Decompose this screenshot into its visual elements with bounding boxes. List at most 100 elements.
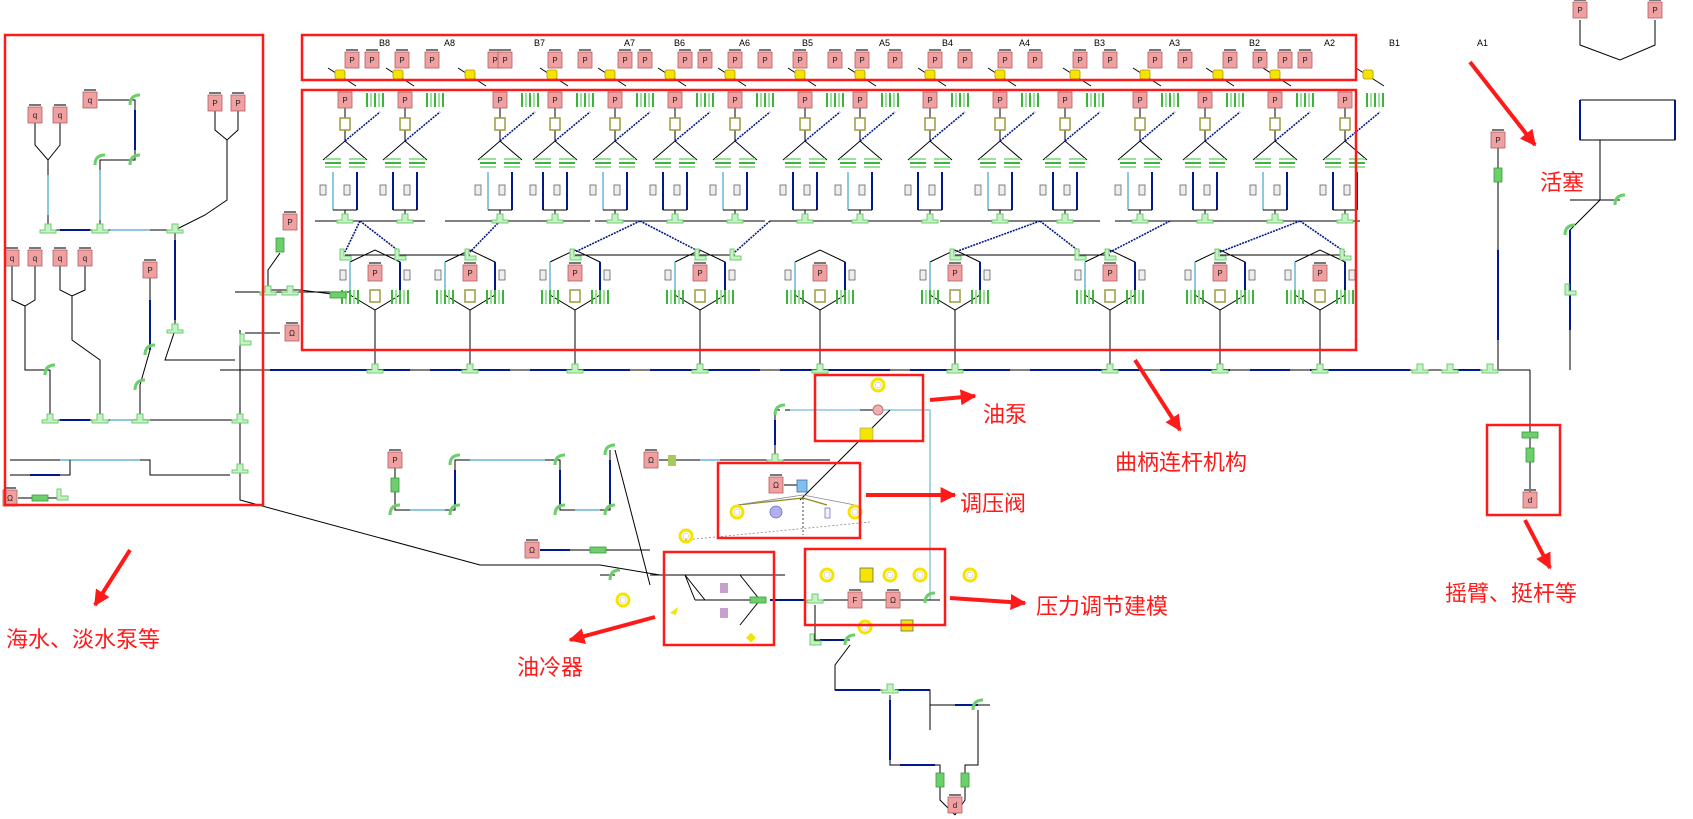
- aux-source: P: [1572, 0, 1588, 19]
- svg-text:P: P: [859, 56, 864, 65]
- arrow-to-oil-pump: [929, 389, 977, 406]
- wire: [1182, 140, 1228, 161]
- cooler-sensor-ring: [678, 528, 694, 544]
- bend-fitting-icon: [93, 153, 106, 166]
- journal-icon: [814, 289, 826, 303]
- svg-text:P: P: [467, 269, 472, 278]
- check-valve-icon: [960, 772, 970, 788]
- svg-text:P: P: [1077, 56, 1082, 65]
- pipe-label: [1273, 184, 1281, 196]
- pipe-label: [728, 269, 736, 281]
- pipe-label: [603, 269, 611, 281]
- cylinder-label-a2: A2: [1324, 38, 1336, 48]
- pipe-label: [1343, 184, 1351, 196]
- cylinder-label-b6: B6: [674, 38, 686, 48]
- oil-passage: [1299, 220, 1346, 253]
- return-tank-block: d: [947, 794, 963, 814]
- oil-passage: [469, 220, 501, 253]
- wire: [799, 409, 891, 501]
- piston-pressure-source: P: [364, 49, 380, 69]
- oil-passage: [574, 220, 641, 253]
- pump-source-block: q: [52, 104, 68, 124]
- wire: [889, 695, 956, 816]
- svg-text:P: P: [1227, 56, 1232, 65]
- pump-source-block: q: [82, 89, 98, 109]
- wire: [837, 140, 883, 161]
- svg-text:P: P: [892, 56, 897, 65]
- elbow-fitting-icon: [464, 248, 477, 261]
- wire: [174, 140, 228, 231]
- connecting-rod-icon: [1199, 117, 1211, 131]
- elbow-fitting-icon: [239, 333, 252, 346]
- svg-text:q: q: [58, 111, 62, 120]
- wire: [239, 330, 661, 576]
- svg-text:P: P: [1282, 56, 1287, 65]
- oil-passage: [404, 111, 441, 142]
- connecting-rod-icon: [494, 117, 506, 131]
- svg-text:q: q: [10, 254, 14, 263]
- wire: [34, 123, 61, 161]
- connecting-rod-icon: [549, 117, 561, 131]
- pipe-label: [803, 184, 811, 196]
- piston-pressure-source: P: [547, 49, 563, 69]
- crosshead-guide-icon: [1004, 158, 1020, 168]
- crosshead-guide-icon: [409, 158, 425, 168]
- svg-text:P: P: [235, 99, 240, 108]
- arrow-to-piston: [1468, 60, 1537, 147]
- svg-text:P: P: [1107, 269, 1112, 278]
- bend-fitting-icon: [128, 93, 141, 106]
- pipe-label: [1138, 269, 1146, 281]
- crosshead-guide-icon: [325, 158, 341, 168]
- bearing-stack-icon: [786, 290, 804, 304]
- water-tee-icon: [91, 223, 109, 234]
- cylinder-label-b7: B7: [534, 38, 546, 48]
- fresh-water-pump-block: Ω: [284, 322, 300, 342]
- main-bearing-icon: [1226, 93, 1244, 107]
- main-bearing-pressure-source: P: [692, 262, 708, 282]
- svg-text:P: P: [762, 56, 767, 65]
- crosshead-guide-icon: [619, 158, 635, 168]
- crosshead-guide-icon: [535, 158, 551, 168]
- wire: [47, 160, 175, 231]
- distribution-tee-icon: [991, 213, 1009, 224]
- gallery-tee-icon: [1441, 363, 1459, 374]
- crank-pressure-source: P: [1132, 89, 1148, 109]
- svg-text:P: P: [622, 56, 627, 65]
- svg-text:P: P: [399, 56, 404, 65]
- wire: [1252, 140, 1298, 161]
- wire: [834, 644, 990, 706]
- main-bearing-icon: [1366, 93, 1384, 107]
- connecting-rod-icon: [1134, 117, 1146, 131]
- connecting-rod-icon: [799, 117, 811, 131]
- bearing-stack-icon: [1286, 290, 1304, 304]
- piston-actuator-icon: [1139, 69, 1151, 80]
- arrow-to-pressure-regulation: [949, 594, 1027, 611]
- svg-text:P: P: [1342, 96, 1347, 105]
- oil-sump-block: Ω: [524, 539, 540, 559]
- oil-passage: [1344, 111, 1381, 142]
- svg-text:P: P: [1302, 56, 1307, 65]
- oil-passage: [1064, 111, 1101, 142]
- piston-actuator-icon: [994, 69, 1006, 80]
- pump-source-block: q: [77, 247, 93, 267]
- arrow-to-rocker: [1523, 519, 1552, 570]
- crosshead-guide-icon: [1279, 158, 1295, 168]
- bearing-stack-icon: [1076, 290, 1094, 304]
- cylinder-label-b2: B2: [1249, 38, 1261, 48]
- piston-cooling-source: P: [1490, 129, 1506, 149]
- svg-text:P: P: [1107, 56, 1112, 65]
- svg-text:P: P: [429, 56, 434, 65]
- pipe-label: [553, 184, 561, 196]
- pipe-label: [733, 184, 741, 196]
- crosshead-guide-icon: [504, 158, 520, 168]
- journal-icon: [464, 289, 476, 303]
- bend-fitting-icon: [43, 363, 56, 376]
- annotation-piston: 活塞: [1540, 171, 1585, 196]
- piston-cooling-valve: [1493, 167, 1503, 183]
- regulation-sensor-ring: [882, 567, 898, 583]
- sea-water-pump-block: Ω: [2, 487, 18, 507]
- box-piston-row: [300, 33, 1358, 82]
- svg-text:P: P: [732, 56, 737, 65]
- main-bearing-icon: [696, 93, 714, 107]
- cooler-core-icon: [720, 583, 728, 593]
